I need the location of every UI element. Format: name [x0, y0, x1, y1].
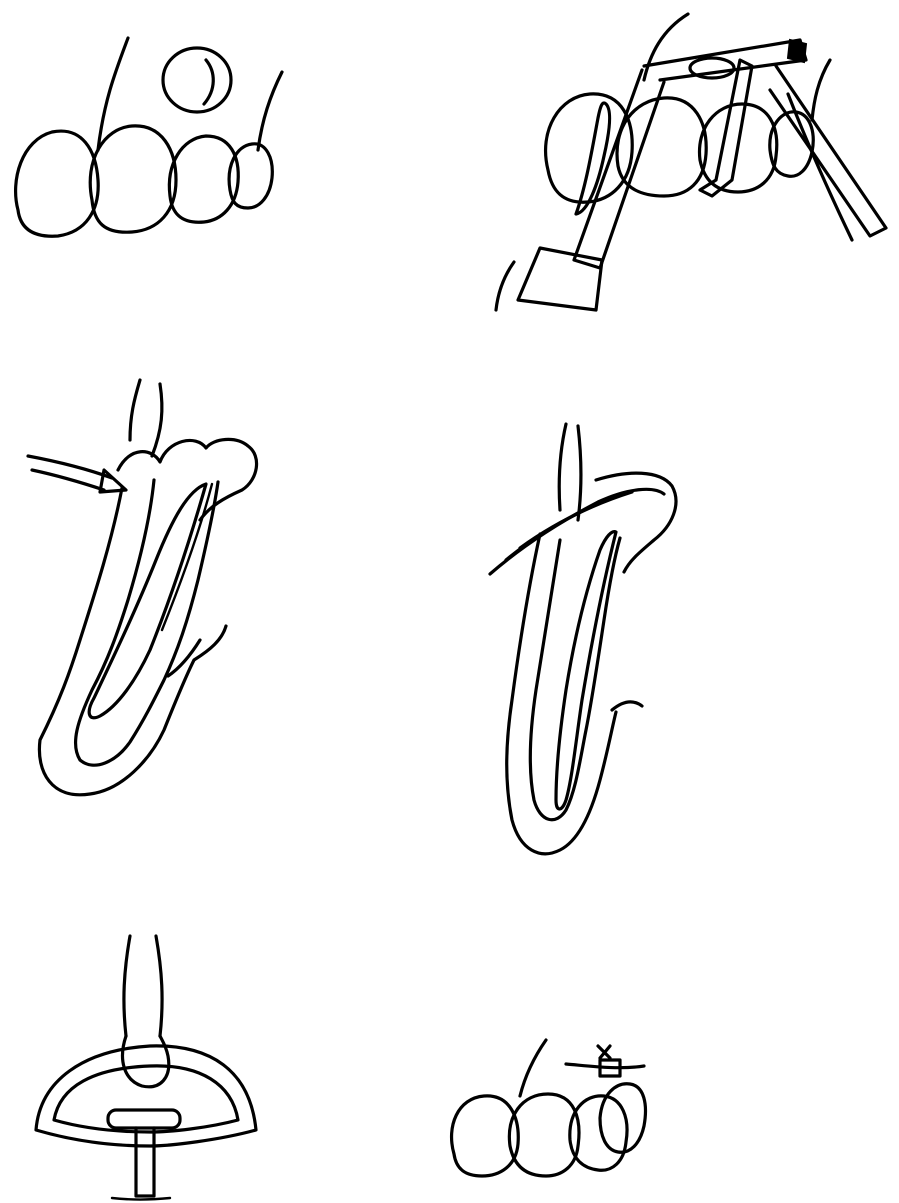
tooth-f4 [600, 1084, 645, 1152]
palatal-arch-inner [54, 1066, 238, 1132]
gingival-flap-outline [118, 439, 257, 520]
post-head [108, 1110, 180, 1128]
gingival-flap-outline-d [596, 473, 676, 572]
panel-c-tooth-section-scalpel [28, 380, 257, 795]
tooth-2 [90, 126, 176, 232]
panel-b-teeth-with-instruments [496, 14, 886, 310]
probe-instrument [700, 60, 752, 196]
tooth-1 [16, 131, 99, 236]
panel-a-front-teeth [16, 38, 282, 236]
scalpel-handle [28, 456, 112, 478]
left-retractor-grip [518, 248, 602, 310]
panel-e-palatal-arch [36, 936, 256, 1200]
panel-f-teeth-small-graft [452, 1040, 646, 1176]
panel-d-tooth-section-flap [490, 424, 676, 854]
pulp-canal-d [556, 532, 616, 809]
right-forceps [770, 66, 886, 236]
gingival-defect-circle [163, 48, 231, 112]
tooth-b1 [546, 94, 633, 202]
